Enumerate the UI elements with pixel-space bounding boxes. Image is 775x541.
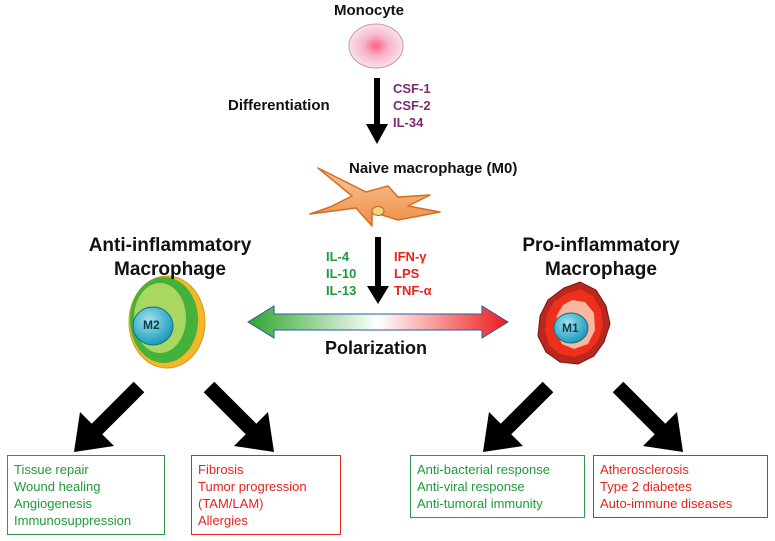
m2-label: M2 [143, 318, 160, 332]
m1-function-item: Anti-tumoral immunity [417, 496, 543, 511]
anti-inflammatory-line2: Macrophage [114, 259, 226, 280]
polarization-double-arrow [247, 305, 509, 339]
cytokine-il4: IL-4 [326, 249, 350, 264]
m1-disease-item: Auto-immune diseases [600, 496, 733, 511]
pro-inflammatory-line2: Macrophage [545, 259, 657, 280]
m2-disease-item: Allergies [198, 513, 248, 528]
cytokine-il13: IL-13 [326, 283, 357, 298]
m2-functions-box: Tissue repair Wound healing Angiogenesis… [7, 455, 165, 535]
m2-disease-item: Tumor progression [198, 479, 307, 494]
arrow-to-m2-diseases [203, 381, 274, 452]
m1-cell [537, 281, 611, 365]
monocyte-cell [348, 23, 404, 69]
m2-cell [128, 275, 206, 369]
polarization-label: Polarization [325, 338, 428, 358]
anti-inflammatory-line1: Anti-inflammatory [88, 235, 252, 256]
m2-cytokines: IL-4 IL-10 IL-13 [326, 248, 356, 299]
m2-disease-item: (TAM/LAM) [198, 496, 264, 511]
arrow-to-m1-functions [483, 381, 554, 452]
differentiation-arrowhead [366, 124, 388, 144]
cytokine-lps: LPS [394, 266, 420, 281]
cytokine-tnfa: TNF-α [394, 283, 432, 298]
m2-function-item: Wound healing [14, 479, 101, 494]
cytokine-ifng: IFN-γ [394, 249, 427, 264]
pro-inflammatory-title: Pro-inflammatory Macrophage [506, 234, 696, 282]
m1-disease-item: Type 2 diabetes [600, 479, 692, 494]
m1-function-item: Anti-bacterial response [417, 462, 550, 477]
m2-function-item: Angiogenesis [14, 496, 93, 511]
m1-function-item: Anti-viral response [417, 479, 525, 494]
differentiation-label: Differentiation [228, 97, 330, 114]
m1-functions-box: Anti-bacterial response Anti-viral respo… [410, 455, 585, 518]
m1-diseases-box: Atherosclerosis Type 2 diabetes Auto-imm… [593, 455, 768, 518]
cytokine-il34: IL-34 [393, 115, 424, 130]
m2-function-item: Tissue repair [14, 462, 89, 477]
naive-macrophage-label: Naive macrophage (M0) [349, 160, 518, 177]
m2-diseases-box: Fibrosis Tumor progression (TAM/LAM) All… [191, 455, 341, 535]
naive-macrophage-cell [309, 167, 441, 227]
differentiation-cytokines: CSF-1 CSF-2 IL-34 [393, 80, 431, 131]
anti-inflammatory-title: Anti-inflammatory Macrophage [75, 234, 265, 282]
m1-disease-item: Atherosclerosis [600, 462, 689, 477]
monocyte-label: Monocyte [334, 2, 405, 19]
cytokine-il10: IL-10 [326, 266, 357, 281]
m2-disease-item: Fibrosis [198, 462, 244, 477]
cytokine-csf2: CSF-2 [393, 98, 431, 113]
m2-function-item: Immunosuppression [14, 513, 132, 528]
m1-cytokines: IFN-γ LPS TNF-α [394, 248, 432, 299]
arrow-to-m1-diseases [612, 381, 683, 452]
pro-inflammatory-line1: Pro-inflammatory [522, 235, 680, 256]
m1-label: M1 [562, 321, 579, 335]
cytokine-csf1: CSF-1 [393, 81, 431, 96]
arrow-to-m2-functions [74, 381, 145, 452]
polarization-arrowhead [367, 286, 389, 304]
